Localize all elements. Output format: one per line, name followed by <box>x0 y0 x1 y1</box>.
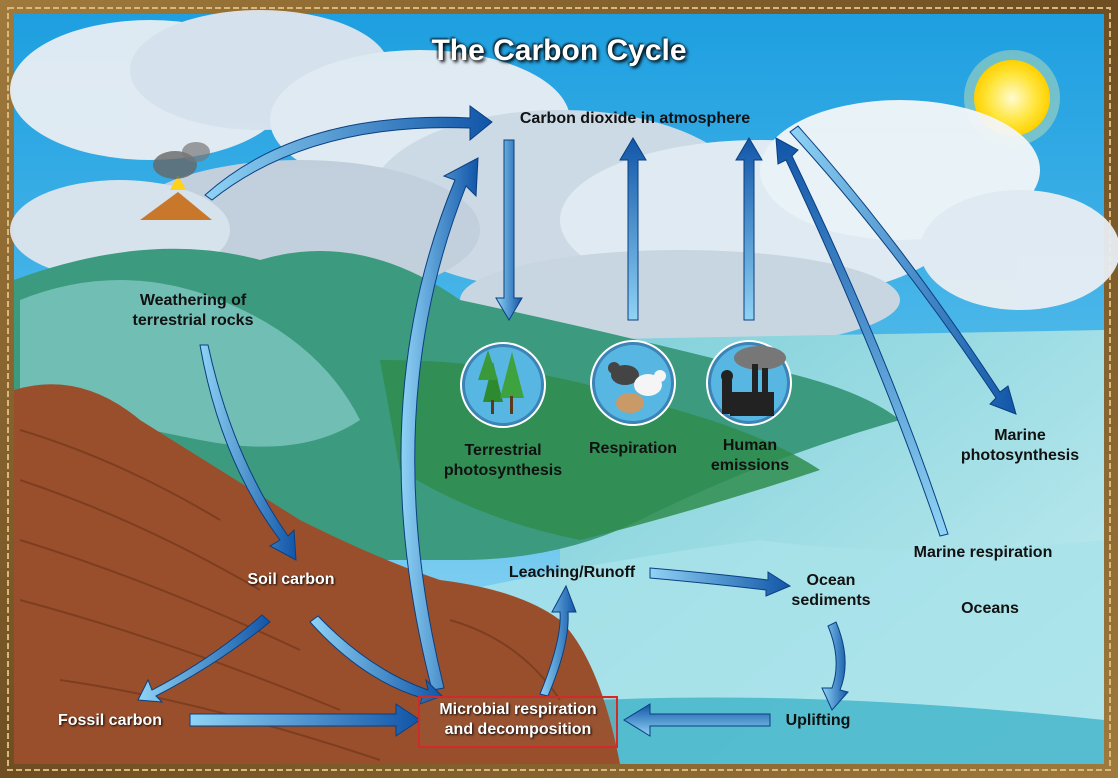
label-terrestrial-photosynthesis: Terrestrial photosynthesis <box>443 442 563 479</box>
arrow-weathering-to-atmosphere <box>204 105 493 201</box>
arrow-atmosphere-to-marine <box>789 125 1017 415</box>
factory-icon <box>706 340 792 426</box>
arrow-sediments-to-uplifting <box>821 621 849 711</box>
label-uplifting: Uplifting <box>785 712 851 729</box>
label-fossil-carbon: Fossil carbon <box>57 712 163 729</box>
label-weathering: Weathering of terrestrial rocks <box>132 292 254 329</box>
label-human-emissions: Human emissions <box>710 437 790 474</box>
label-ocean-sediments: Ocean sediments <box>791 572 871 609</box>
arrow-atmosphere-to-terrestrial <box>495 139 523 321</box>
diagram-title: The Carbon Cycle <box>431 34 687 67</box>
label-leaching-runoff: Leaching/Runoff <box>508 564 636 581</box>
cliff <box>14 384 620 764</box>
arrow-human-up <box>735 137 763 321</box>
arrow-leaching-to-sediments <box>649 567 792 597</box>
trees-icon <box>460 342 546 428</box>
microbial-highlight-box <box>418 696 618 748</box>
arrow-soil-to-microbial <box>309 615 443 705</box>
arrow-soil-to-fossil <box>137 614 271 703</box>
arrow-marine-respiration-up <box>775 137 949 537</box>
arrow-microbial-to-leaching <box>539 584 577 697</box>
label-oceans: Oceans <box>961 600 1019 617</box>
flow-arrows <box>137 105 1017 737</box>
label-atmosphere: Carbon dioxide in atmosphere <box>519 110 751 127</box>
label-respiration: Respiration <box>588 440 677 457</box>
label-marine-photosynthesis: Marine photosynthesis <box>960 427 1080 464</box>
arrow-microbial-to-atmosphere <box>400 157 479 691</box>
arrow-uplift-to-microbial <box>623 703 771 737</box>
arrow-weathering-to-soil <box>199 344 297 561</box>
arrow-fossil-to-microbial <box>189 703 421 737</box>
label-soil-carbon: Soil carbon <box>247 571 335 588</box>
label-marine-respiration: Marine respiration <box>913 544 1053 561</box>
rabbits-icon <box>590 340 676 426</box>
arrow-respiration-up <box>619 137 647 321</box>
label-microbial: Microbial respiration and decomposition <box>439 701 597 738</box>
volcano-icon <box>140 142 212 220</box>
